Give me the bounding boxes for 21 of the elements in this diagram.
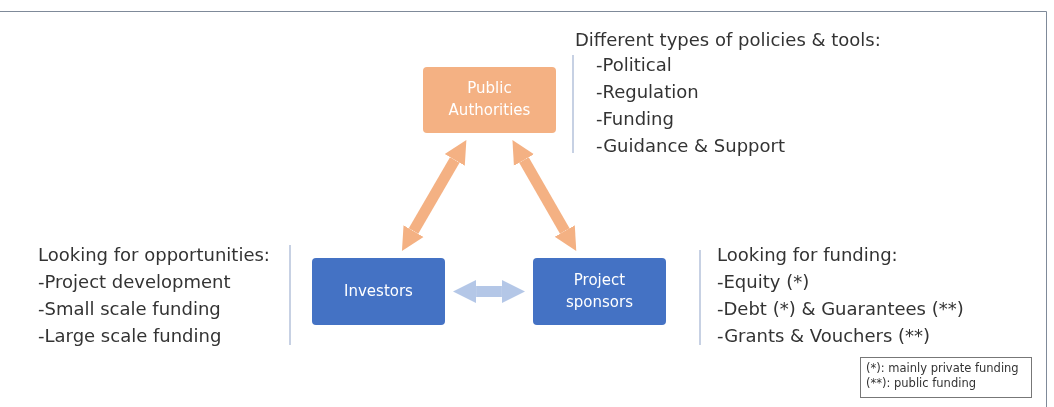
list-text: -Debt (*) & Guarantees (**) bbox=[717, 298, 964, 320]
list-text: -Funding bbox=[596, 108, 674, 130]
list-text: -Project development bbox=[38, 271, 231, 293]
double-arrow bbox=[512, 139, 577, 252]
list-text: -Small scale funding bbox=[38, 298, 221, 320]
list-text: -Large scale funding bbox=[38, 325, 222, 347]
role-box: Project sponsors bbox=[533, 258, 666, 325]
role-box: Investors bbox=[312, 258, 445, 325]
list-text: -Regulation bbox=[596, 81, 699, 103]
double-arrow bbox=[453, 279, 525, 304]
list-text: -Grants & Vouchers (**) bbox=[717, 325, 931, 347]
double-arrow bbox=[401, 139, 467, 252]
list-text: -Guidance & Support bbox=[596, 135, 785, 157]
list-text: -Equity (*) bbox=[717, 271, 810, 293]
footnote-text: (**): public funding bbox=[866, 376, 976, 391]
footnote-text: (*): mainly private funding bbox=[866, 361, 1019, 376]
list-text: Looking for opportunities: bbox=[38, 244, 270, 266]
list-text: -Political bbox=[596, 54, 672, 76]
list-text: Looking for funding: bbox=[717, 244, 898, 266]
role-box: Public Authorities bbox=[423, 67, 556, 133]
list-text: Different types of policies & tools: bbox=[575, 29, 881, 51]
